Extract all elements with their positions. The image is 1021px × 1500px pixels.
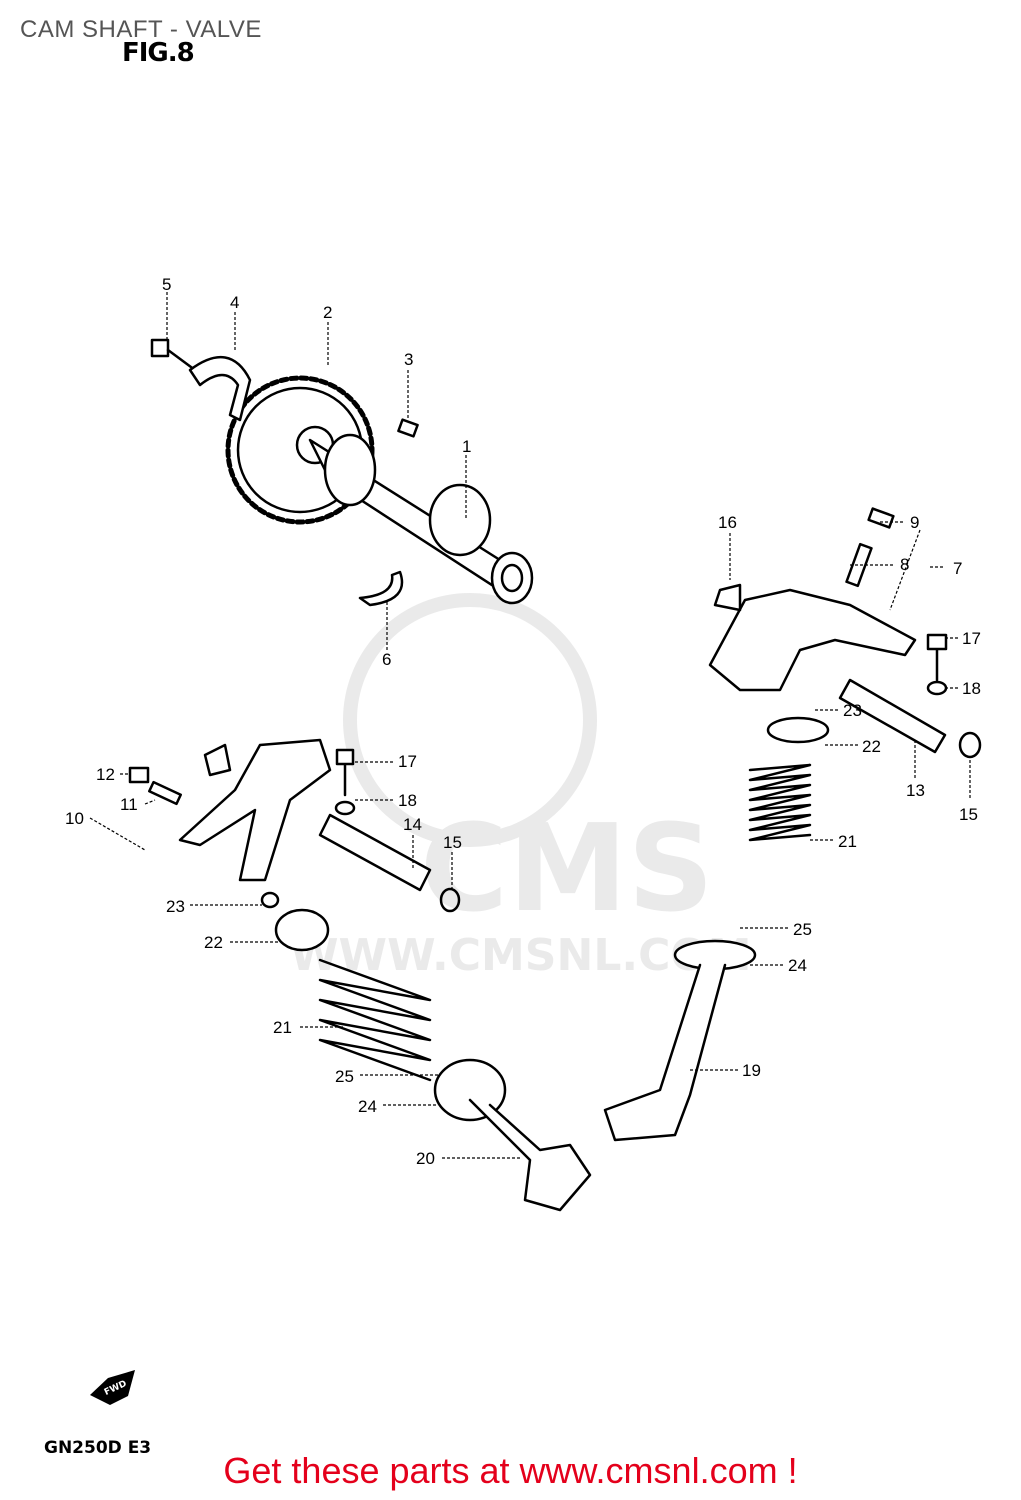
screw-8-drawing: [845, 542, 873, 588]
callout-17-left: 17: [398, 752, 417, 771]
callout-16: 16: [718, 513, 737, 532]
callout-14: 14: [403, 815, 422, 834]
valve-20-drawing: [433, 1058, 592, 1212]
rocker-arm-right-drawing: [708, 588, 917, 692]
callout-17-right: 17: [962, 629, 981, 648]
callout-15-left: 15: [443, 833, 462, 852]
callout-6: 6: [382, 650, 391, 669]
plug-16-drawing: [713, 583, 742, 612]
shaft-13-drawing: [838, 678, 947, 754]
callout-8: 8: [900, 555, 909, 574]
callout-22-right: 22: [862, 737, 881, 756]
cta-link[interactable]: Get these parts at www.cmsnl.com !: [223, 1450, 798, 1491]
callout-10: 10: [65, 809, 84, 828]
page-title: CAM SHAFT - VALVE: [20, 16, 262, 43]
callout-20: 20: [416, 1149, 435, 1168]
callout-12: 12: [96, 765, 115, 784]
leader-lines: [89, 292, 971, 1159]
callout-24-right: 24: [788, 956, 807, 975]
watermark: CMS WWW.CMSNL.COM: [290, 593, 752, 981]
callout-22-left: 22: [204, 933, 223, 952]
figure-number: FIG.8: [122, 38, 195, 68]
callout-2: 2: [323, 303, 332, 322]
nut-9-drawing: [867, 507, 895, 529]
callout-23-right: 23: [843, 701, 862, 720]
callout-15-right: 15: [959, 805, 978, 824]
shaft-14-drawing: [318, 813, 432, 892]
watermark-brand: CMS: [420, 800, 714, 939]
callout-1: 1: [462, 437, 471, 456]
pin-3-drawing: [397, 418, 419, 438]
model-code: GN250D E3: [44, 1438, 152, 1458]
callout-3: 3: [404, 350, 413, 369]
callout-25-right: 25: [793, 920, 812, 939]
callout-18-left: 18: [398, 791, 417, 810]
callout-5: 5: [162, 275, 171, 294]
callout-21-left: 21: [273, 1018, 292, 1037]
callout-23-left: 23: [166, 897, 185, 916]
camshaft-drawing: [308, 433, 534, 605]
spring-right-drawing: [748, 716, 830, 842]
callout-24-left: 24: [358, 1097, 377, 1116]
callout-4: 4: [230, 293, 239, 312]
rocker-arm-left-drawing: [178, 738, 332, 882]
bolt-5-drawing: [150, 338, 197, 372]
callout-9: 9: [910, 513, 919, 532]
spring-left-drawing: [318, 958, 432, 1082]
fwd-arrow-icon: FWD: [90, 1370, 135, 1405]
callout-18-right: 18: [962, 679, 981, 698]
callout-19: 19: [742, 1061, 761, 1080]
callout-25-left: 25: [335, 1067, 354, 1086]
callout-7: 7: [953, 559, 962, 578]
valve-19-drawing: [603, 939, 757, 1142]
callout-13: 13: [906, 781, 925, 800]
callout-11: 11: [120, 795, 138, 814]
clip-6-drawing: [358, 570, 404, 607]
callout-labels: 1 2 3 4 5 6 7 8 9 10 11 12 13 14 15 15 1…: [65, 275, 981, 1168]
plate-4-drawing: [188, 355, 252, 422]
callout-21-right: 21: [838, 832, 857, 851]
